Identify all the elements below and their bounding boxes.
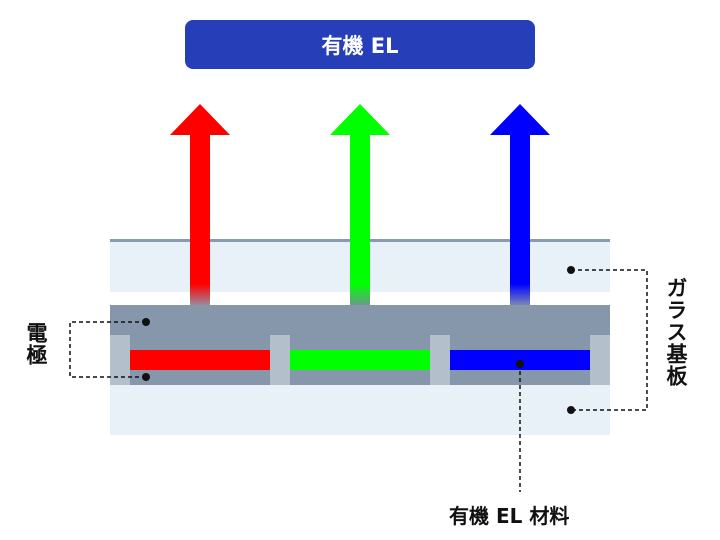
electrode-dot bbox=[142, 318, 150, 326]
electrode-leader bbox=[69, 321, 146, 378]
pillar bbox=[110, 335, 130, 385]
blue-light-arrow bbox=[490, 104, 550, 305]
glass-substrate-bottom bbox=[110, 385, 610, 435]
title-banner: 有機 EL bbox=[185, 20, 535, 69]
pillar bbox=[590, 335, 610, 385]
electrode-layer bbox=[110, 305, 610, 385]
electrode-dot bbox=[142, 373, 150, 381]
green-light-arrow bbox=[330, 104, 390, 305]
green-emitter bbox=[290, 350, 430, 370]
glass-dot bbox=[567, 406, 575, 414]
glass-leader bbox=[571, 269, 648, 411]
title-text: 有機 EL bbox=[321, 33, 399, 58]
pillar bbox=[270, 335, 290, 385]
red-emitter bbox=[130, 350, 270, 370]
glass-substrate-label: ガラス基板 bbox=[664, 277, 688, 387]
glass-dot bbox=[567, 266, 575, 274]
pillar bbox=[430, 335, 450, 385]
material-dot bbox=[516, 360, 524, 368]
red-light-arrow bbox=[170, 104, 230, 305]
organic-el-material-label: 有機 EL 材料 bbox=[449, 504, 570, 528]
electrode-label: 電極 bbox=[24, 322, 48, 366]
